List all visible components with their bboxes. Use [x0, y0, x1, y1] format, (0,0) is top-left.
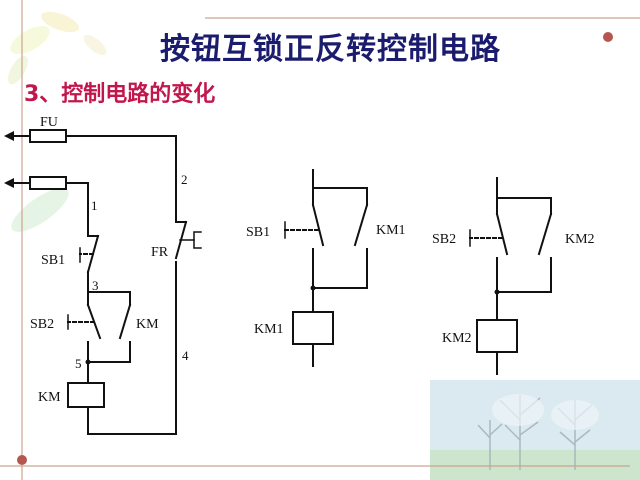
main-control-circuit [11, 129, 202, 435]
winter-scene-decoration [430, 380, 640, 480]
label-v2-km2-coil: KM2 [442, 331, 472, 346]
label-sb1: SB1 [41, 253, 65, 268]
label-v2-sb2: SB2 [432, 232, 456, 247]
fr-overload-contact [174, 220, 202, 435]
floral-decoration [7, 11, 107, 85]
label-node-4: 4 [182, 348, 189, 363]
bullet-dot-bottom-left [17, 455, 27, 465]
supply-arrow-bottom [4, 178, 14, 188]
sb1-stop-button [79, 234, 100, 293]
label-node-2: 2 [181, 172, 188, 187]
label-km-coil: KM [38, 390, 61, 405]
label-fr: FR [151, 245, 169, 260]
leaf-decoration [11, 188, 69, 232]
bullet-dot-top-right [603, 32, 613, 42]
label-fu: FU [40, 115, 58, 130]
label-node-3: 3 [92, 278, 99, 293]
label-node-5: 5 [75, 356, 82, 371]
slide-title: 按钮互锁正反转控制电路 [160, 32, 501, 67]
label-node-1: 1 [91, 198, 98, 213]
km-holding-contact [118, 291, 132, 363]
label-v2-km2-contact: KM2 [565, 232, 595, 247]
label-v1-sb1: SB1 [246, 225, 270, 240]
fuse-bottom [29, 176, 67, 190]
label-km-contact: KM [136, 317, 159, 332]
km1-coil [292, 311, 334, 345]
km2-coil [476, 319, 518, 353]
km-coil [67, 382, 105, 408]
slide-subtitle: 3、控制电路的变化 [24, 82, 216, 107]
variant-2-circuit [469, 177, 553, 375]
label-v1-km1-contact: KM1 [376, 223, 406, 238]
variant-1-circuit [284, 169, 369, 367]
label-sb2: SB2 [30, 317, 54, 332]
supply-arrow-top [4, 131, 14, 141]
sb2-start-button [67, 291, 102, 363]
label-v1-km1-coil: KM1 [254, 322, 284, 337]
fuse-top [29, 129, 67, 143]
